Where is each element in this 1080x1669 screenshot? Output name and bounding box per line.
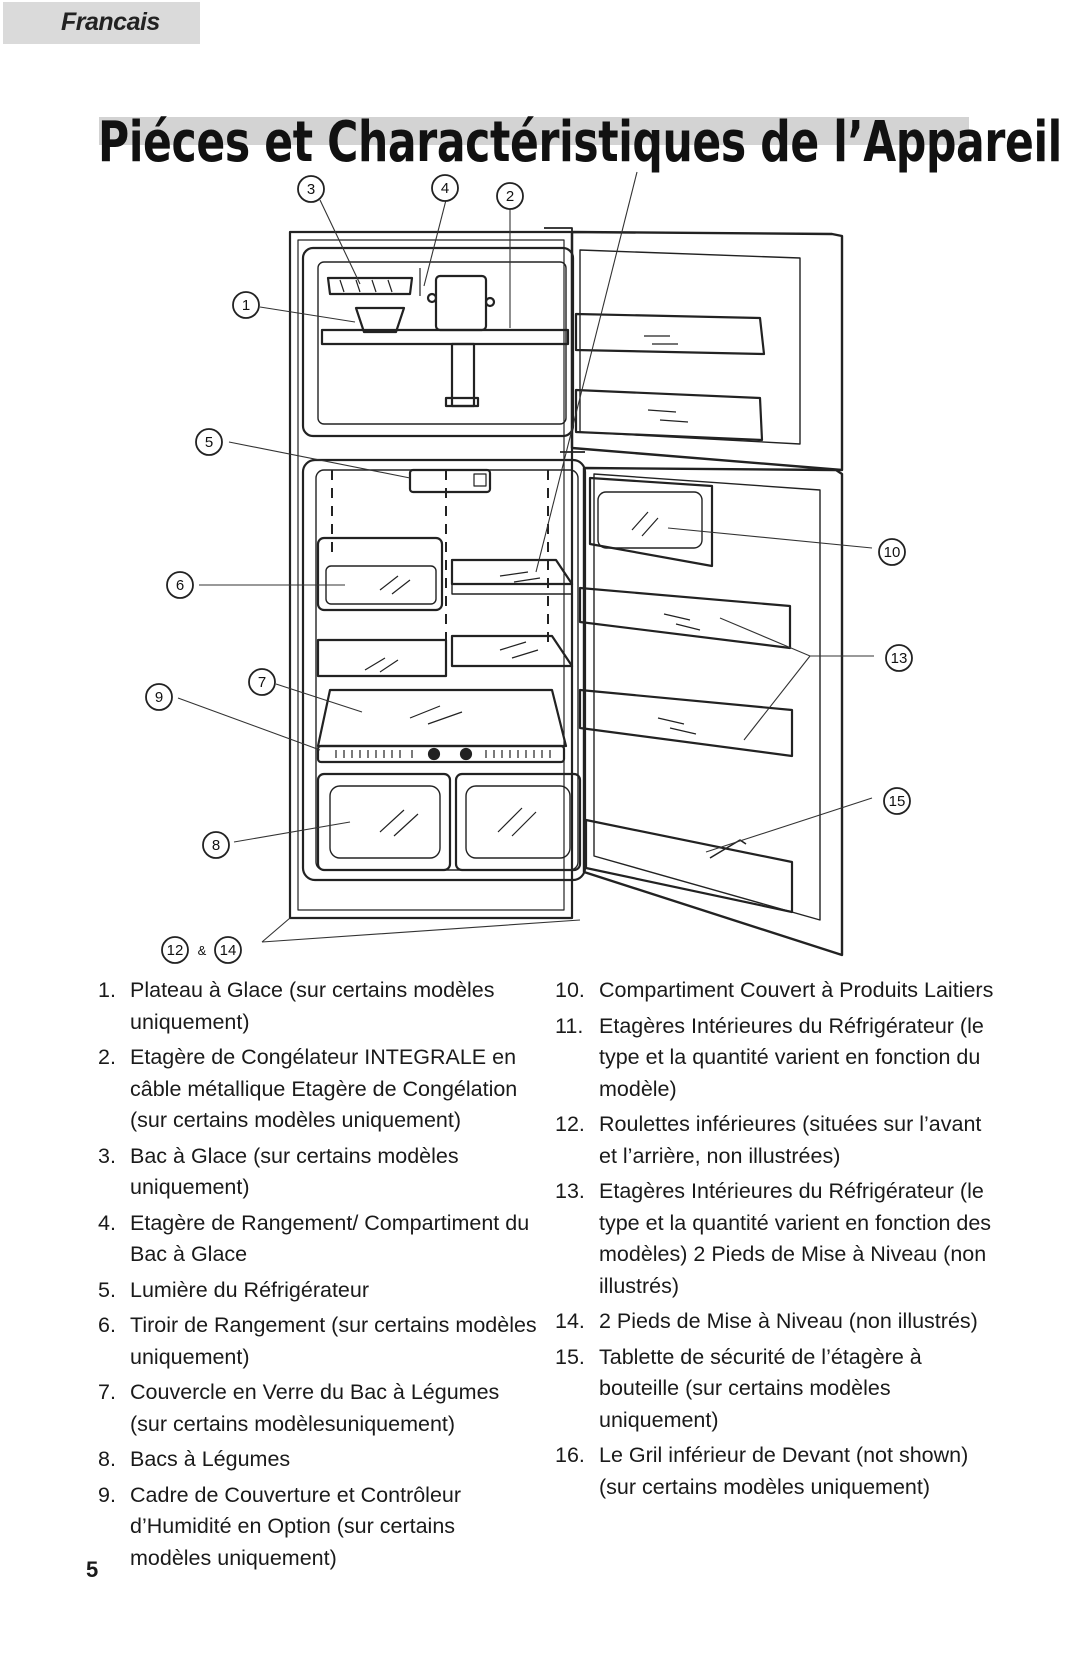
cabinet-outline xyxy=(288,230,574,920)
door-shelf-2 xyxy=(578,688,794,758)
title-band xyxy=(99,117,969,145)
list-item: 1.Plateau à Glace (sur certains modèles … xyxy=(98,978,495,1034)
list-item: 8.Bacs à Légumes xyxy=(98,1447,291,1471)
page-number: 5 xyxy=(86,1557,99,1582)
list-item: 3.Bac à Glace (sur certains modèles uniq… xyxy=(98,1143,459,1200)
list-item: 5.Lumière du Réfrigérateur xyxy=(98,1277,370,1302)
parts-list-left: 1.Plateau à Glace (sur certains modèles … xyxy=(98,975,538,1578)
storage-drawer xyxy=(316,536,444,612)
callout-7: 7 xyxy=(258,674,266,691)
callout-2: 2 xyxy=(506,188,514,205)
list-item: 15.Tablette de sécurité de l’étagère à b… xyxy=(555,1344,922,1432)
callout-14: 14 xyxy=(220,942,237,959)
callout-6: 6 xyxy=(176,577,184,594)
callout-3: 3 xyxy=(307,181,315,198)
ice-tray xyxy=(326,276,414,296)
bottle-shelf xyxy=(584,818,794,914)
callout-5: 5 xyxy=(205,434,213,451)
list-item: 2.Etagère de Congélateur INTEGRALE en câ… xyxy=(98,1045,518,1132)
callout-9: 9 xyxy=(155,689,163,706)
list-item: 9.Cadre de Couverture et Contrôleur d’Hu… xyxy=(98,1482,462,1570)
list-item: 7.Couvercle en Verre du Bac à Légumes (s… xyxy=(98,1380,500,1436)
refrigerator-shelf-lower xyxy=(450,634,574,668)
list-item: 10.Compartiment Couvert à Produits Laiti… xyxy=(555,978,994,1002)
list-item: 11.Etagères Intérieures du Réfrigérateur… xyxy=(555,1013,984,1101)
freezer-door-shelf-2 xyxy=(574,388,764,442)
cabinet-inner-edge xyxy=(297,239,565,911)
callout-12: 12 xyxy=(167,942,184,959)
list-item: 12.Roulettes inférieures (situées sur l’… xyxy=(555,1112,982,1168)
refrigerator-light xyxy=(408,468,492,494)
callout-ampersand: & xyxy=(198,943,207,958)
language-tab: Francais xyxy=(3,2,200,44)
list-item: 4.Etagère de Rangement/ Compartiment du … xyxy=(98,1210,530,1267)
list-item: 6.Tiroir de Rangement (sur certains modè… xyxy=(98,1313,537,1369)
parts-list-right: 10.Compartiment Couvert à Produits Laiti… xyxy=(555,975,995,1507)
crisper-drawer-left xyxy=(316,772,452,872)
crisper-cover xyxy=(316,688,568,748)
refrigerator-diagram: 1 3 4 2 5 6 7 9 8 10 13 15 12 & 14 xyxy=(145,171,913,964)
freezer-shelf xyxy=(320,328,570,346)
list-item: 14.2 Pieds de Mise à Niveau (non illustr… xyxy=(555,1309,978,1333)
callout-4: 4 xyxy=(441,180,449,197)
freezer-door xyxy=(570,230,844,472)
dairy-compartment xyxy=(588,476,714,568)
humidity-control xyxy=(316,744,566,764)
callout-10: 10 xyxy=(884,544,901,561)
callout-13: 13 xyxy=(891,650,908,667)
crisper-drawer-right xyxy=(454,772,582,872)
ice-maker xyxy=(434,274,488,332)
callout-1: 1 xyxy=(242,297,250,314)
refrigerator-shelf xyxy=(450,558,574,586)
ice-bucket xyxy=(354,306,406,334)
language-label: Francais xyxy=(61,8,160,36)
callout-15: 15 xyxy=(889,793,906,810)
callout-8: 8 xyxy=(212,837,220,854)
fresh-food-door xyxy=(582,466,844,957)
door-shelf-1 xyxy=(578,586,792,650)
list-item: 13.Etagères Intérieures du Réfrigérateur… xyxy=(555,1179,992,1298)
freezer-door-shelf-1 xyxy=(574,312,766,356)
fresh-food-compartment xyxy=(301,458,587,882)
list-item: 16.Le Gril inférieur de Devant (not show… xyxy=(555,1443,969,1499)
